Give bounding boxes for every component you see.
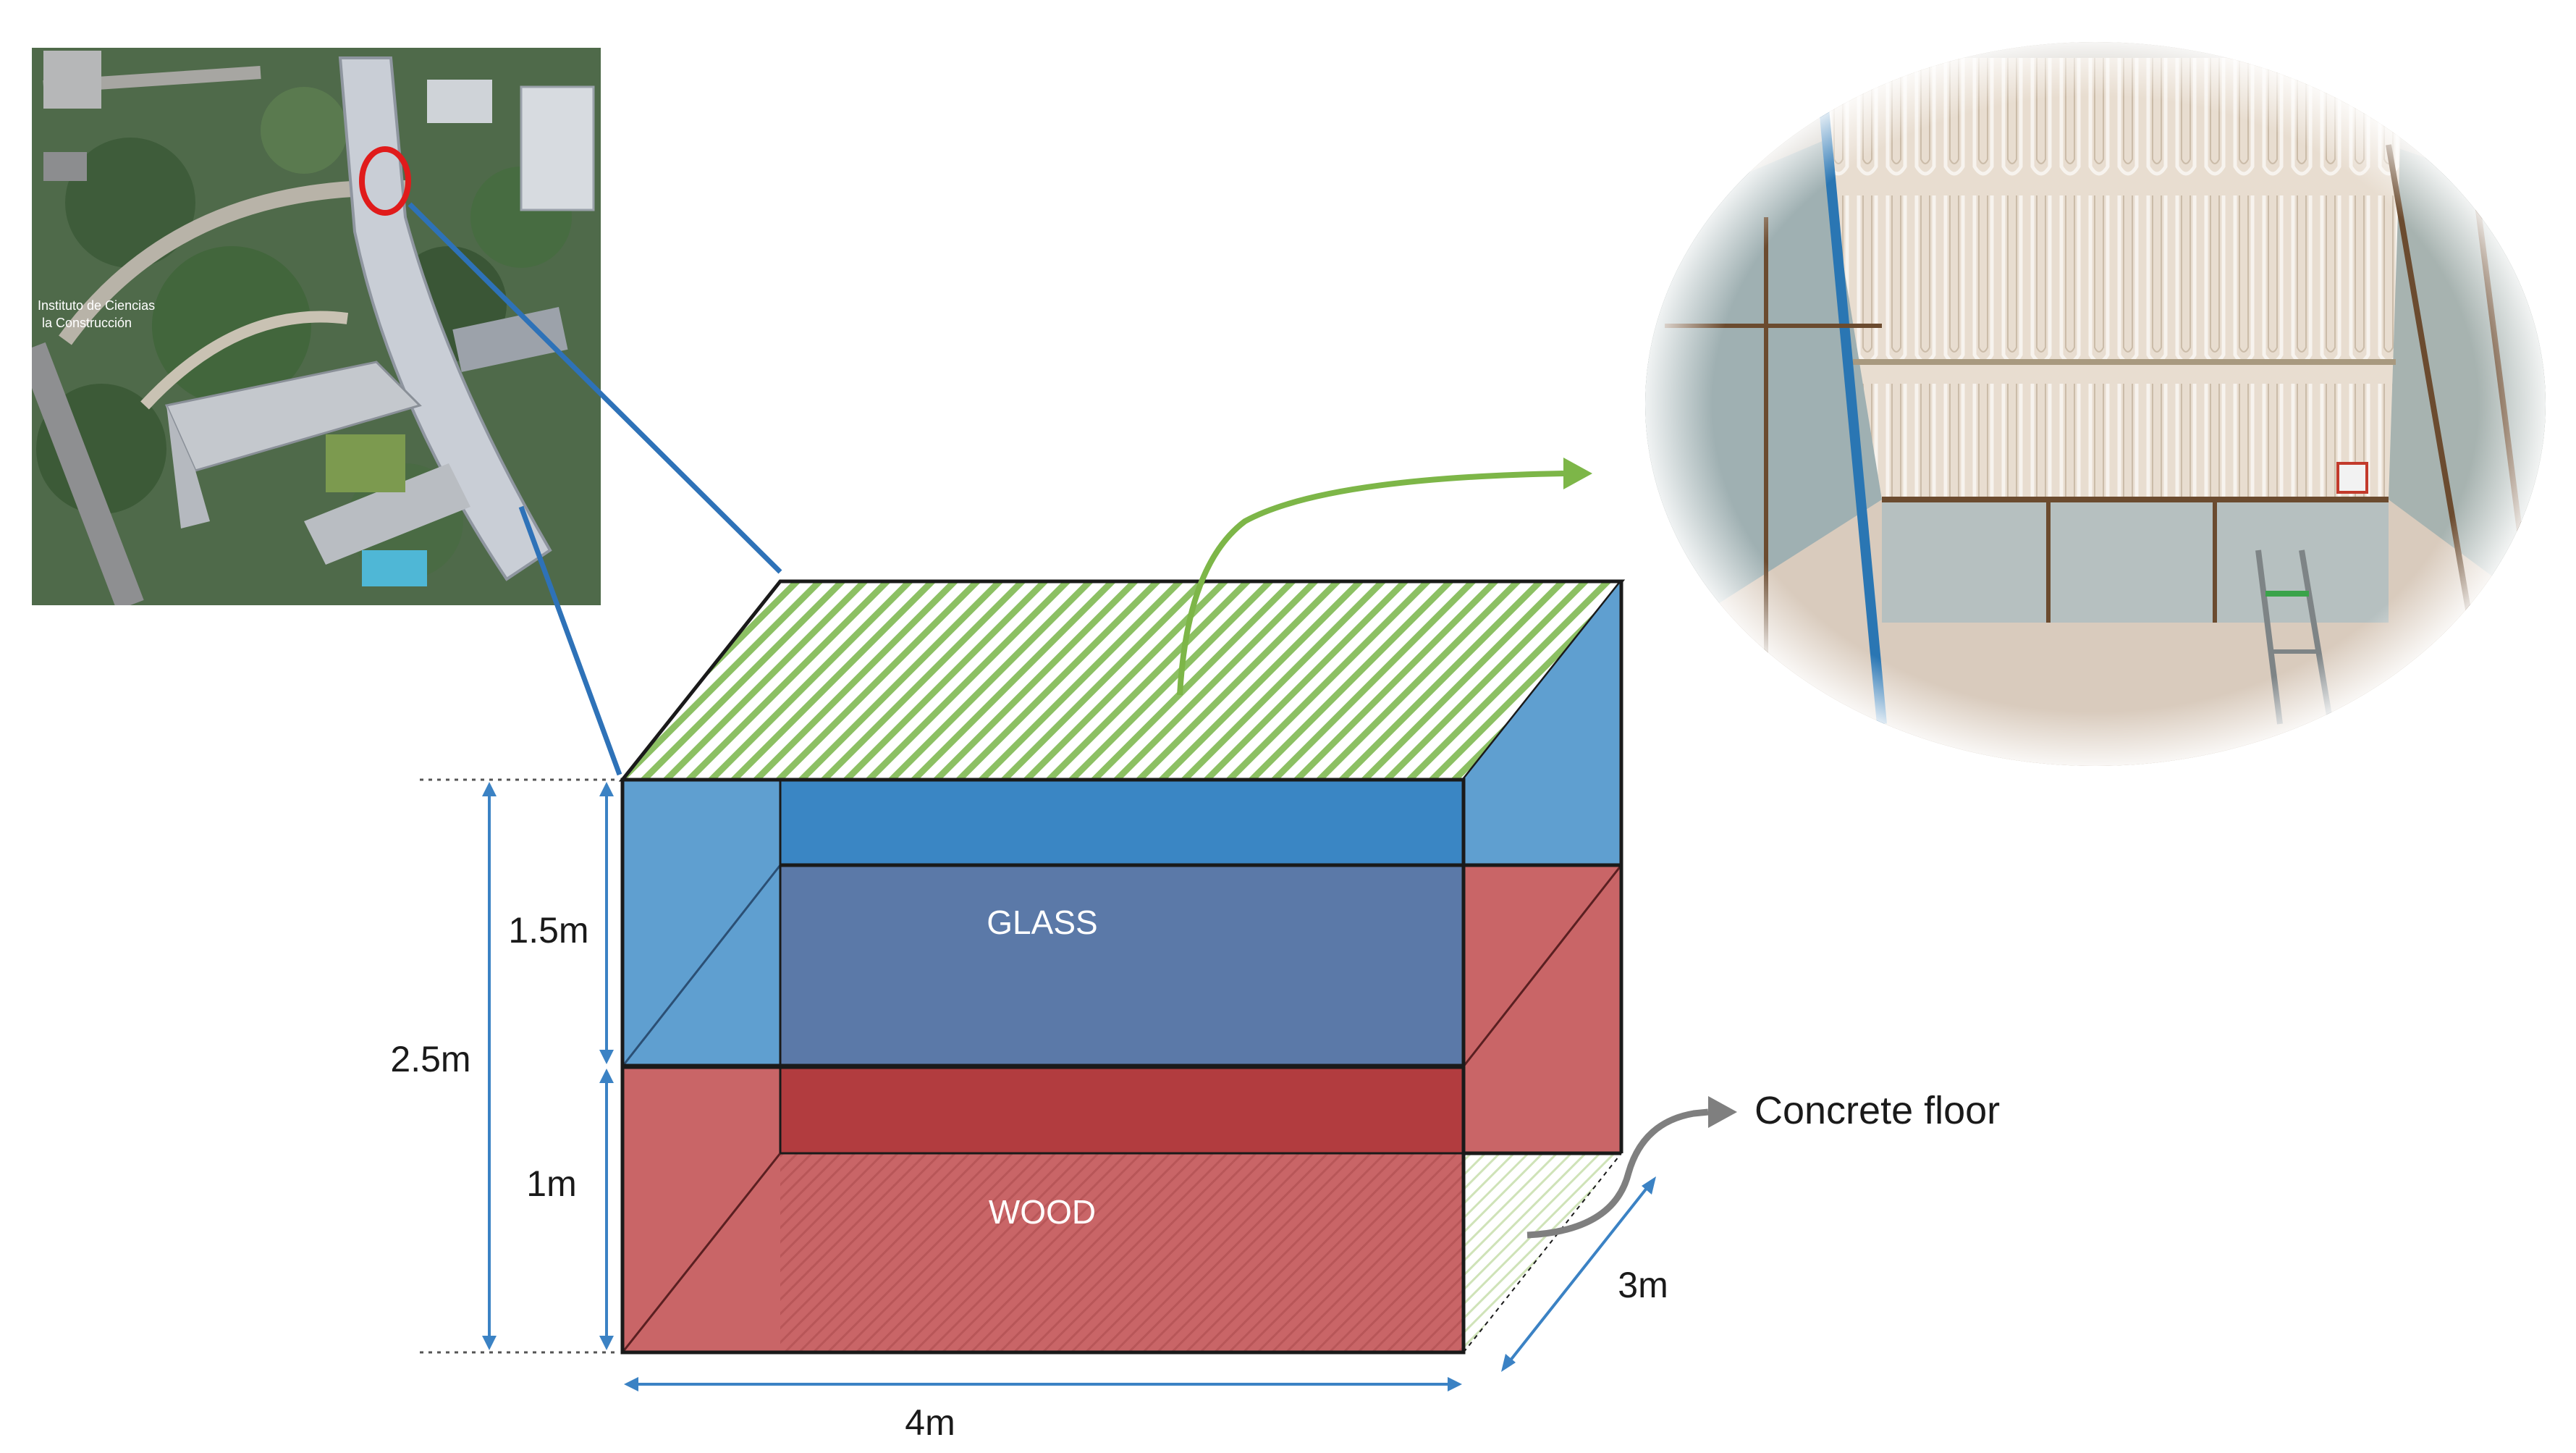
- front-wood-panel: [780, 1153, 1464, 1352]
- dimension-depth-label: 3m: [1618, 1265, 1668, 1305]
- floor-arrow-head: [1708, 1096, 1737, 1128]
- right-wall-wood: [1464, 865, 1621, 1153]
- pointer-line-top: [407, 202, 782, 574]
- aerial-map-label-2: la Construcción: [42, 316, 132, 330]
- left-wall-glass: [622, 780, 780, 1066]
- dimension-width-label: 4m: [905, 1402, 955, 1443]
- interior-photo: [1645, 42, 2546, 766]
- aerial-building-strip: [338, 56, 552, 581]
- dimension-lines: [420, 778, 1656, 1391]
- left-wall-wood: [622, 1066, 780, 1352]
- concrete-floor-label: Concrete floor: [1754, 1089, 2000, 1132]
- floor-arrow: [1526, 1108, 1709, 1239]
- ceiling-arrow-head: [1563, 458, 1592, 489]
- pointer-line-bottom: [518, 505, 622, 776]
- dimension-wood-height-label: 1m: [526, 1163, 576, 1204]
- right-wall-glass: [1464, 581, 1621, 865]
- building-model: GLASS WOOD: [618, 579, 1626, 1355]
- dimension-depth: [1506, 1182, 1652, 1366]
- roof-radiant-ceiling: [618, 579, 1626, 782]
- aerial-map-label-1: Instituto de Ciencias: [38, 298, 155, 313]
- aerial-photo: Instituto de Ciencias la Construcción: [32, 48, 601, 605]
- dimension-total-height-label: 2.5m: [390, 1039, 470, 1079]
- back-wall-wood-top: [780, 1066, 1464, 1153]
- back-wall-glass-top: [780, 780, 1464, 865]
- dimension-glass-height-label: 1.5m: [508, 910, 588, 951]
- ceiling-arrow: [1177, 471, 1564, 696]
- back-wall-glass: [780, 865, 1464, 1066]
- glass-label: GLASS: [987, 904, 1097, 941]
- wood-label: WOOD: [989, 1193, 1096, 1231]
- location-marker-circle: [359, 146, 411, 216]
